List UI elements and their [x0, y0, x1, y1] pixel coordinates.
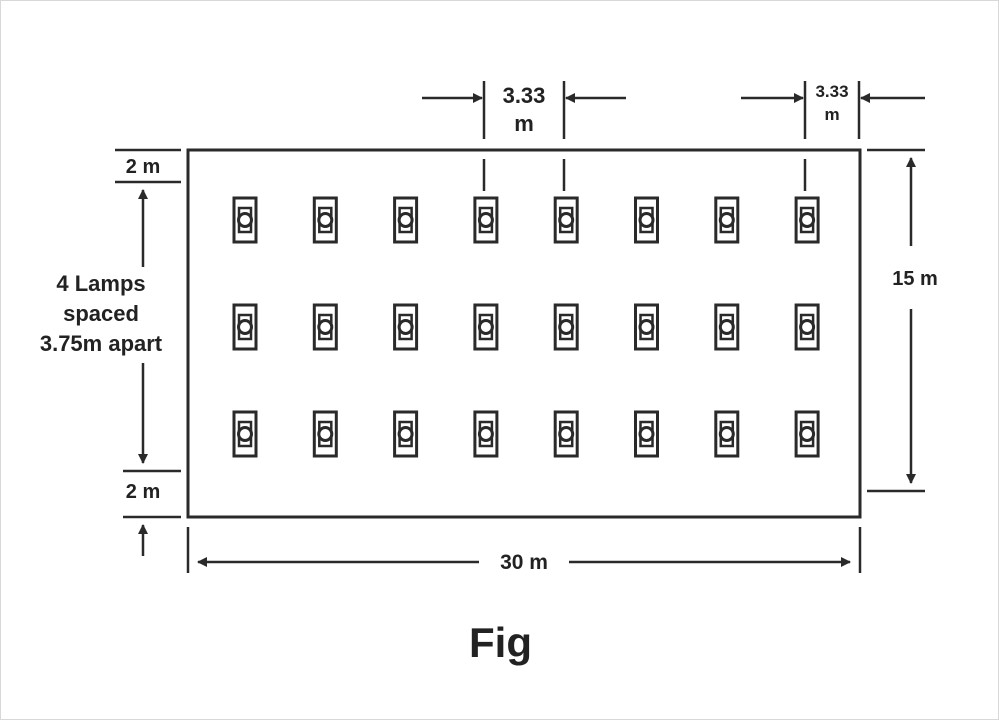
lamp-icon	[473, 303, 499, 351]
lamp-bulb	[558, 212, 575, 228]
height-dimension	[867, 148, 925, 493]
figure-caption: Fig	[469, 619, 532, 666]
top-spacing-dimension	[422, 81, 626, 191]
lamp-bulb	[397, 319, 414, 335]
lamp-bulb	[317, 426, 334, 442]
lamp-bulb	[638, 426, 655, 442]
height-label: 15 m	[892, 268, 938, 290]
lamp-icon	[794, 410, 820, 458]
edge-spacing-value: 3.33	[815, 82, 848, 101]
lamp-icon	[473, 410, 499, 458]
lamp-bulb	[237, 212, 253, 228]
lamp-grid	[232, 196, 820, 458]
lamp-icon	[553, 303, 579, 351]
width-dimension	[186, 527, 862, 573]
lamp-bulb	[477, 319, 494, 335]
lamp-bulb	[718, 426, 735, 442]
lamps-label-line1: 4 Lamps	[56, 271, 145, 296]
lamp-bulb	[397, 426, 414, 442]
lamp-bulb	[477, 212, 494, 228]
top-spacing-unit: m	[514, 111, 534, 136]
lamp-bulb	[558, 319, 575, 335]
lamp-bulb	[237, 319, 253, 335]
lamp-bulb	[397, 212, 414, 228]
edge-spacing-dimension	[741, 81, 925, 191]
lamp-bulb	[718, 319, 735, 335]
lamp-icon	[553, 410, 579, 458]
lamp-icon	[473, 196, 499, 244]
lamp-icon	[232, 303, 258, 351]
lamps-label-line3: 3.75m apart	[40, 331, 163, 356]
top-spacing-value: 3.33	[503, 83, 546, 108]
lamp-icon	[634, 410, 659, 458]
lamps-label-line2: spaced	[63, 301, 139, 326]
lamp-bulb	[799, 212, 816, 228]
lamp-icon	[312, 196, 338, 244]
lamp-bulb	[558, 426, 575, 442]
left-dimensions	[115, 148, 181, 556]
top-margin-label: 2 m	[126, 156, 160, 178]
lamp-bulb	[237, 426, 253, 442]
lamp-icon	[794, 196, 820, 244]
room-outline	[186, 148, 862, 519]
lamp-bulb	[317, 212, 334, 228]
lamp-bulb	[718, 212, 735, 228]
width-label: 30 m	[500, 551, 548, 574]
bottom-margin-label: 2 m	[126, 481, 160, 503]
lamp-bulb	[317, 319, 334, 335]
lamp-icon	[634, 303, 659, 351]
lamp-bulb	[799, 426, 816, 442]
lamp-bulb	[638, 319, 655, 335]
lamp-icon	[312, 303, 338, 351]
lamp-bulb	[477, 426, 494, 442]
lamp-icon	[312, 410, 338, 458]
lamp-icon	[714, 303, 740, 351]
lamp-icon	[393, 196, 419, 244]
edge-spacing-unit: m	[824, 105, 839, 124]
lamp-icon	[794, 303, 820, 351]
lamp-bulb	[638, 212, 655, 228]
lamp-icon	[714, 410, 740, 458]
lamp-icon	[232, 196, 258, 244]
lamp-icon	[553, 196, 579, 244]
lamp-icon	[393, 303, 419, 351]
lamp-icon	[714, 196, 740, 244]
lamp-icon	[232, 410, 258, 458]
lamp-icon	[634, 196, 659, 244]
lamp-icon	[393, 410, 419, 458]
lamp-bulb	[799, 319, 816, 335]
